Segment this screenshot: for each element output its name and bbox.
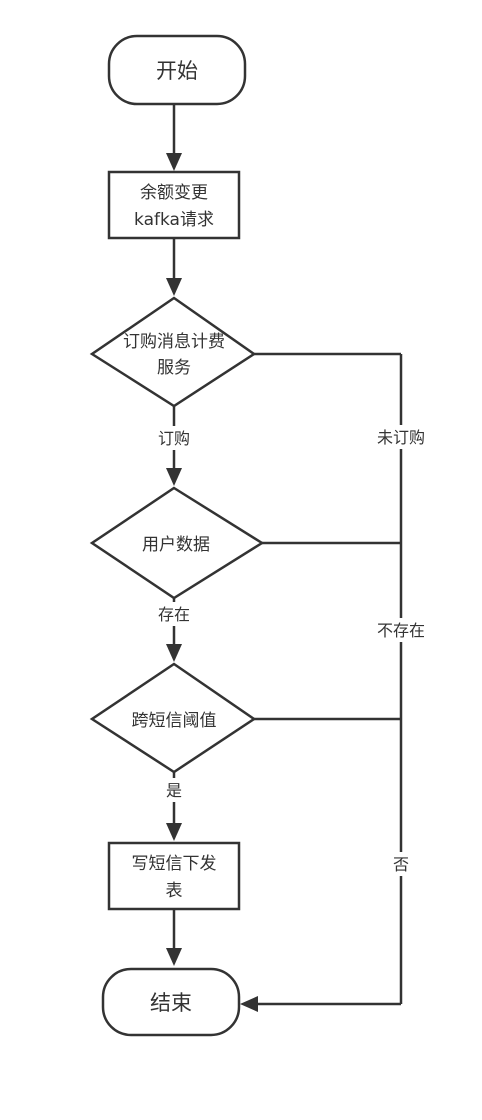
edge-write-to-end (166, 909, 182, 966)
edge-label-not-subscribed: 未订购 (377, 428, 425, 447)
subscribe-check-node: 订购消息计费 服务 (89, 296, 257, 408)
edge-request-to-subscribe-check (166, 238, 182, 296)
subscribe-check-label-line2: 服务 (157, 358, 191, 378)
start-label: 开始 (156, 59, 198, 83)
end-node: 结束 (101, 967, 241, 1037)
threshold-node: 跨短信阈值 (89, 662, 257, 774)
request-label-line1: 余额变更 (140, 183, 208, 203)
user-data-node: 用户数据 (89, 486, 265, 600)
edge-label-no: 否 (393, 855, 409, 874)
edge-label-subscribed: 订购 (158, 429, 190, 448)
end-label: 结束 (150, 991, 192, 1015)
subscribe-check-label-line1: 订购消息计费 (123, 332, 225, 352)
write-label-line1: 写短信下发 (132, 854, 217, 874)
edge-negative-branches (240, 352, 403, 1012)
request-label-line2: kafka请求 (134, 210, 214, 230)
threshold-label: 跨短信阈值 (132, 711, 217, 731)
request-node: 余额变更 kafka请求 (107, 170, 241, 240)
edge-label-yes: 是 (166, 781, 182, 800)
start-node: 开始 (107, 34, 247, 106)
edge-label-exists: 存在 (158, 605, 190, 624)
edge-label-not-exists: 不存在 (377, 621, 425, 640)
write-node: 写短信下发 表 (107, 841, 241, 911)
edge-start-to-request (166, 104, 182, 171)
user-data-label: 用户数据 (142, 535, 210, 555)
write-label-line2: 表 (166, 881, 183, 901)
